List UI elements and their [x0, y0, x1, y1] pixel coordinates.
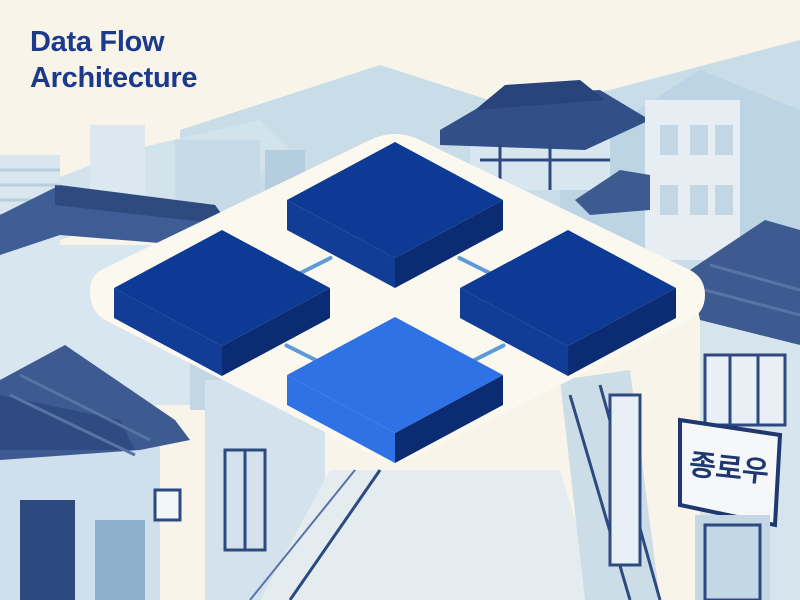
street-alley — [249, 370, 662, 600]
bottom-left-hanok — [0, 345, 325, 600]
title-line-2: Architecture — [30, 62, 198, 94]
top-right-hanok — [440, 80, 740, 260]
node-bottom-right-face — [395, 375, 503, 463]
title-line-1: Data Flow — [30, 26, 165, 58]
node-right-top-face — [460, 230, 676, 346]
node-top-top-face — [287, 142, 503, 258]
node-block-bottom — [287, 317, 503, 463]
node-left-right-face — [222, 288, 330, 376]
node-right-right-face — [568, 288, 676, 376]
shop-sign: 종로우 — [678, 417, 783, 600]
node-bottom-left-face — [287, 375, 395, 463]
node-block-left — [114, 230, 330, 376]
node-left-left-face — [114, 288, 222, 376]
node-left-top-face — [114, 230, 330, 346]
node-right-left-face — [460, 288, 568, 376]
node-block-right — [460, 230, 676, 376]
node-group — [114, 142, 676, 463]
node-bottom-top-face — [287, 317, 503, 433]
diagram-backdrop — [90, 134, 705, 462]
node-top-left-face — [287, 200, 395, 288]
shop-sign-text: 종로우 — [687, 447, 770, 489]
node-top-right-face — [395, 200, 503, 288]
diagram-title: Data Flow Architecture — [30, 24, 198, 96]
node-block-top — [287, 142, 503, 288]
